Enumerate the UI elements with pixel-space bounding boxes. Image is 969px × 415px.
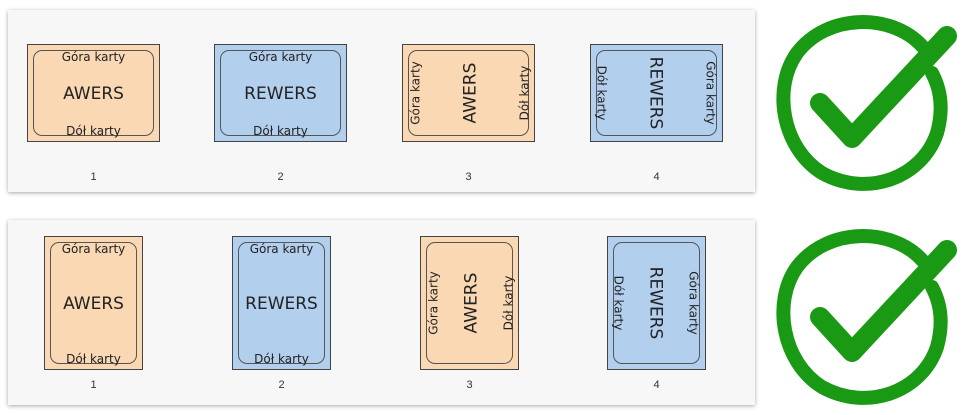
card-number: 3 [466, 379, 473, 391]
card-rewers: Góra karty REWERS Dół karty [232, 236, 331, 370]
card-number: 4 [653, 379, 660, 391]
card-bottom-label: Dół karty [611, 275, 625, 331]
card-number: 1 [90, 171, 97, 183]
card-side-label: AWERS [460, 272, 481, 334]
card-bottom-label: Dół karty [66, 352, 121, 366]
card-bottom-label: Dół karty [66, 124, 121, 138]
card-awers: Góra karty AWERS Dół karty [402, 44, 535, 142]
card-top-label: Góra karty [426, 271, 440, 335]
card-inner-frame [238, 242, 325, 364]
card-inner-frame [220, 50, 341, 136]
card-side-label: REWERS [244, 84, 317, 104]
card-top-label: Góra karty [249, 242, 314, 256]
card-top-label: Góra karty [686, 271, 700, 335]
card-number: 4 [653, 171, 660, 183]
card-top-label: Góra karty [408, 61, 422, 125]
card-awers: Góra karty AWERS Dół karty [44, 236, 143, 370]
checkmark-icon [776, 15, 957, 191]
card-top-label: Góra karty [61, 242, 126, 256]
card-side-label: AWERS [459, 62, 480, 124]
card-awers: Góra karty AWERS Dół karty [27, 44, 160, 142]
card-rewers: Góra karty REWERS Dół karty [590, 44, 723, 142]
card-number: 2 [278, 379, 285, 391]
card-number: 2 [277, 171, 284, 183]
card-top-label: Góra karty [61, 50, 126, 64]
card-side-label: REWERS [645, 266, 666, 340]
card-side-label: AWERS [63, 84, 124, 104]
card-bottom-label: Dół karty [501, 275, 515, 331]
card-awers: Góra karty AWERS Dół karty [420, 236, 519, 370]
card-inner-frame [596, 50, 717, 136]
card-inner-frame [50, 242, 137, 364]
card-bottom-label: Dół karty [254, 352, 309, 366]
card-side-label: REWERS [245, 294, 318, 314]
card-top-label: Góra karty [248, 50, 313, 64]
card-rewers: Góra karty REWERS Dół karty [607, 236, 706, 370]
card-side-label: REWERS [645, 56, 666, 130]
card-inner-frame [33, 50, 154, 136]
card-rewers: Góra karty REWERS Dół karty [214, 44, 347, 142]
card-inner-frame [426, 242, 513, 364]
card-bottom-label: Dół karty [253, 124, 308, 138]
card-side-label: AWERS [63, 294, 124, 314]
card-top-label: Góra karty [703, 61, 717, 125]
card-inner-frame [613, 242, 700, 364]
card-bottom-label: Dół karty [594, 65, 608, 121]
checkmark-icon [776, 229, 957, 405]
card-number: 1 [90, 379, 97, 391]
card-bottom-label: Dół karty [517, 65, 531, 121]
card-inner-frame [408, 50, 529, 136]
card-number: 3 [465, 171, 472, 183]
